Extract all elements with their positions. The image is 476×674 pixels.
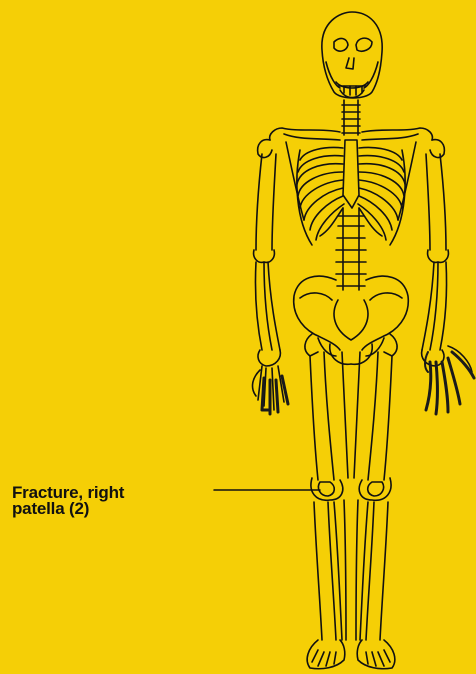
right-arm	[422, 154, 472, 372]
annotation-label-line2: patella (2)	[12, 500, 89, 518]
hands	[262, 352, 474, 414]
pelvis	[294, 276, 409, 364]
knees	[311, 478, 391, 500]
femurs	[305, 334, 397, 480]
ribcage	[297, 140, 405, 245]
lumbar-spine	[336, 208, 366, 290]
cervical-spine	[342, 100, 360, 135]
left-arm	[253, 154, 284, 410]
lower-legs	[314, 500, 388, 640]
feet	[307, 640, 395, 669]
skull	[322, 12, 382, 98]
